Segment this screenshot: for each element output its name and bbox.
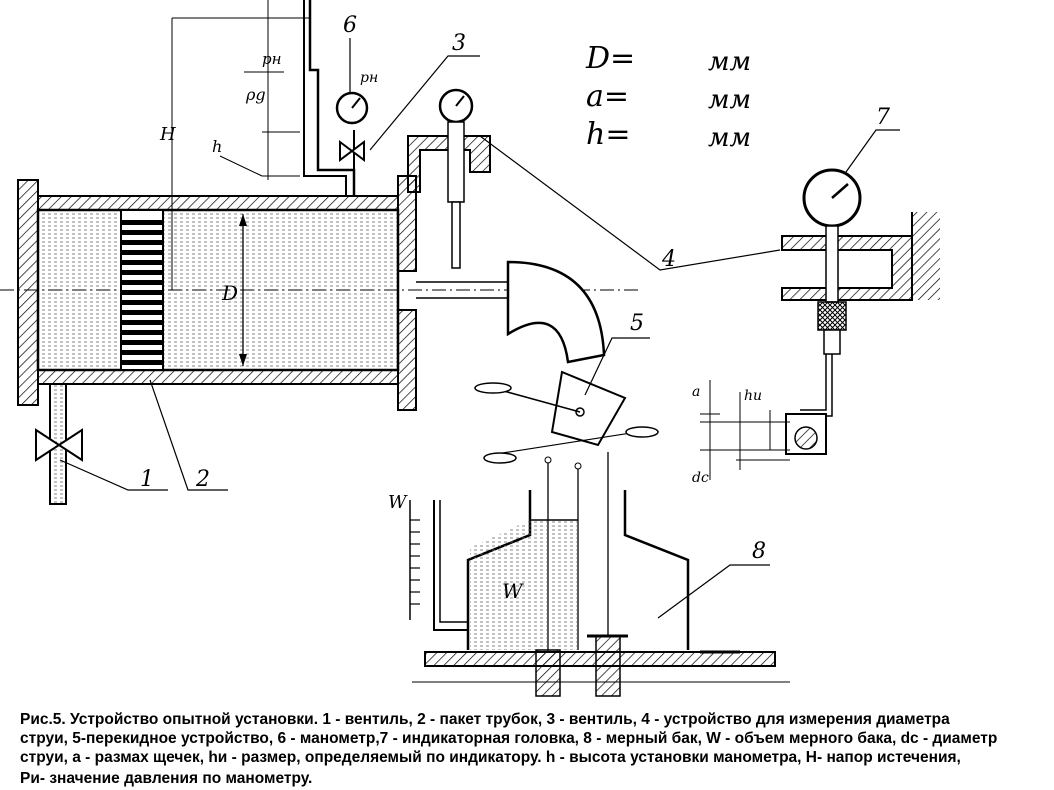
jet-measuring-device bbox=[407, 88, 491, 269]
callout-1: 1 bbox=[140, 467, 154, 492]
gauge-pressure-label: pн bbox=[360, 70, 378, 86]
caption-line-1: Рис.5. Устройство опытной установки. 1 -… bbox=[20, 711, 950, 728]
measuring-tank: W W bbox=[388, 490, 790, 697]
jaw-span-label: a bbox=[692, 384, 700, 400]
tank-volume-label: W bbox=[502, 579, 524, 603]
tube-bundle bbox=[120, 209, 164, 371]
callout-4: 4 bbox=[661, 247, 676, 272]
param-a-name: a= bbox=[586, 79, 629, 114]
callouts bbox=[59, 38, 900, 619]
callout-6: 6 bbox=[343, 13, 357, 38]
jet-diameter-label: dc bbox=[692, 470, 709, 486]
callout-2: 2 bbox=[195, 467, 210, 492]
caption-line-3: струи, а - размах щечек, hи - размер, оп… bbox=[20, 749, 961, 766]
pressure-tank: D bbox=[0, 175, 640, 505]
callout-5: 5 bbox=[630, 311, 644, 336]
gauge-height-label: h bbox=[212, 137, 222, 156]
pressure-fraction-denominator: ρg bbox=[245, 85, 266, 104]
param-h-unit: мм bbox=[708, 123, 751, 153]
piezometer-and-gauge: H h pн ρg pн bbox=[159, 0, 378, 290]
callout-3: 3 bbox=[452, 31, 466, 56]
pressure-fraction-numerator: pн bbox=[262, 50, 281, 68]
param-d-unit: мм bbox=[708, 47, 751, 77]
callout-7: 7 bbox=[876, 105, 890, 130]
param-d-name: D= bbox=[585, 41, 635, 76]
indicator-head: a hи dc bbox=[692, 168, 940, 486]
callout-8: 8 bbox=[752, 539, 766, 564]
diameter-label: D bbox=[221, 281, 238, 305]
indicator-size-label: hи bbox=[744, 388, 762, 404]
caption-line-4: Ри- значение давления по манометру. bbox=[20, 770, 313, 787]
caption-line-2: струи, 5-перекидное устройство, 6 - мано… bbox=[20, 730, 998, 747]
parameter-block: D= мм a= мм h= мм bbox=[585, 41, 751, 153]
figure-caption: Рис.5. Устройство опытной установки. 1 -… bbox=[20, 710, 1040, 788]
experimental-setup-diagram: D H h pн ρg pн bbox=[0, 0, 940, 697]
head-label: H bbox=[159, 124, 176, 145]
param-a-unit: мм bbox=[708, 85, 751, 115]
volume-scale-label: W bbox=[388, 492, 408, 513]
deflector-elbow bbox=[506, 260, 606, 364]
param-h-name: h= bbox=[586, 117, 630, 152]
